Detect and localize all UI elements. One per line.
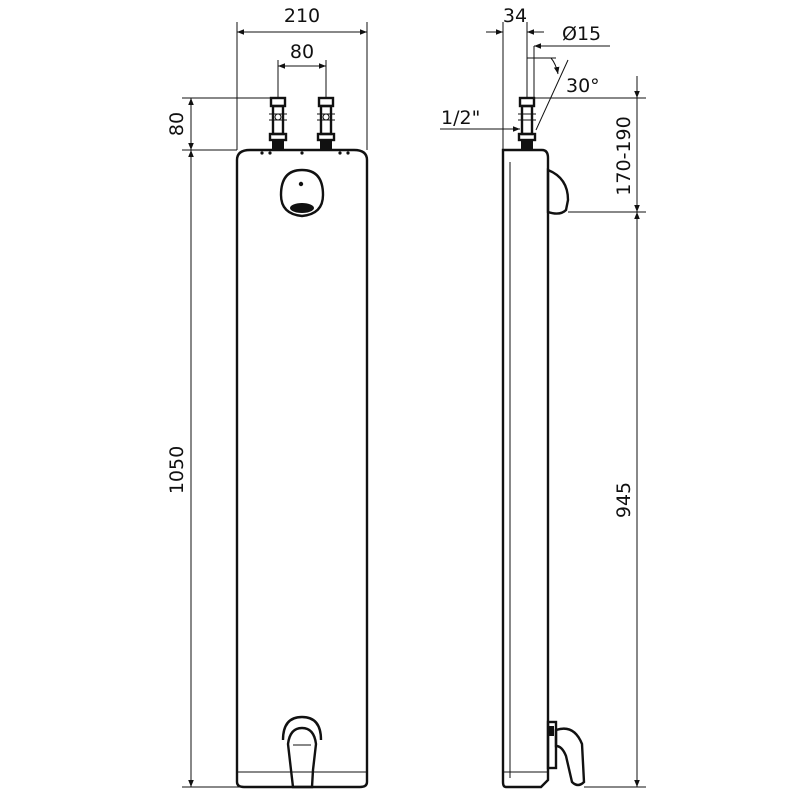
dim-diameter: Ø15 [533, 23, 610, 98]
inlet-valve-left [268, 96, 288, 150]
dim-total-height: 1050 [166, 150, 244, 788]
dim-angle-label: 30° [566, 75, 600, 97]
dim-handle-height: 945 [584, 212, 646, 788]
dim-inlet-spacing-label: 80 [290, 41, 314, 63]
dim-angle: 30° [527, 57, 600, 131]
dim-inlet-height: 80 [166, 97, 271, 151]
dim-head-range-label: 170-190 [613, 116, 635, 195]
dim-width: 210 [236, 5, 368, 150]
dim-depth-label: 34 [503, 5, 527, 27]
side-inlet-fitting [517, 96, 537, 150]
mixer-handle [281, 715, 323, 789]
front-view: 210 80 80 1050 [166, 5, 369, 789]
dim-inlet-spacing: 80 [277, 41, 327, 98]
dim-thread-label: 1/2" [441, 107, 480, 129]
dim-diameter-label: Ø15 [562, 23, 601, 45]
top-holes [260, 151, 350, 155]
side-view: 34 Ø15 30° 1/2" 170-190 [440, 5, 646, 789]
dim-total-height-label: 1050 [166, 446, 188, 494]
front-panel [235, 148, 369, 789]
side-panel [501, 148, 550, 789]
dim-depth: 34 [486, 5, 544, 150]
dim-width-label: 210 [284, 5, 320, 27]
dim-thread: 1/2" [440, 107, 520, 132]
side-mixer-handle [546, 720, 586, 787]
inlet-valve-right [316, 96, 336, 150]
dim-handle-height-label: 945 [613, 482, 635, 518]
dim-inlet-height-label: 80 [166, 112, 188, 136]
dim-head-range: 170-190 [534, 76, 646, 213]
side-shower-head [546, 168, 570, 215]
shower-head [279, 168, 325, 218]
